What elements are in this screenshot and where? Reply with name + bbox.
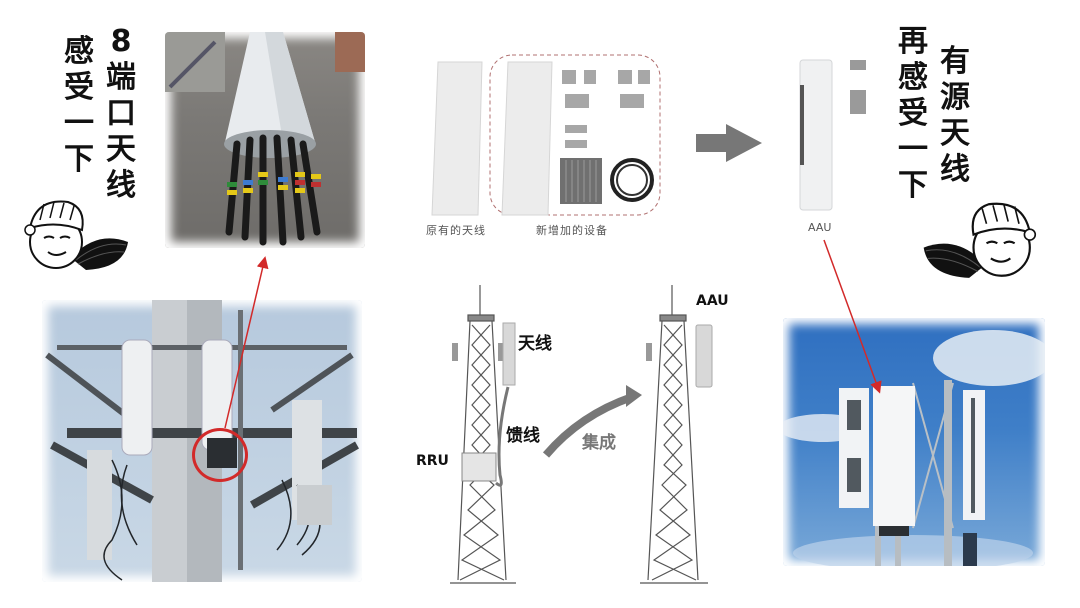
product-panel: 原有的天线 新增加的设备 bbox=[420, 50, 670, 240]
meme-face-icon bbox=[923, 202, 1037, 278]
right-heading-col1: 再 感 受 一 下 bbox=[898, 24, 928, 204]
photo-tower-aau bbox=[783, 318, 1045, 566]
heading-char: 下 bbox=[898, 168, 928, 203]
label-rru: RRU bbox=[416, 453, 449, 469]
right-heading-col2: 有 源 天 线 bbox=[940, 44, 970, 188]
arrow-right-icon bbox=[696, 124, 762, 162]
left-heading-col2: 8 端 口 天 线 bbox=[106, 24, 136, 204]
heading-char: 受 bbox=[64, 70, 94, 105]
heading-char: 源 bbox=[940, 80, 970, 115]
tower-diagram: 天线 馈线 RRU 集成 AAU bbox=[400, 285, 760, 595]
heading-char: 感 bbox=[64, 34, 94, 69]
heading-char: 端 bbox=[106, 60, 136, 95]
heading-char: 有 bbox=[940, 44, 970, 79]
caption-aau: AAU bbox=[808, 221, 832, 234]
heading-char: 8 bbox=[110, 24, 132, 59]
left-heading-col1: 感 受 一 下 bbox=[64, 34, 94, 178]
heading-char: 一 bbox=[898, 132, 928, 167]
heading-char: 天 bbox=[106, 132, 136, 167]
heading-char: 口 bbox=[106, 96, 136, 131]
label-integrate: 集成 bbox=[582, 433, 616, 453]
highlight-circle bbox=[192, 428, 248, 482]
label-feeder: 馈线 bbox=[506, 426, 540, 446]
label-aau: AAU bbox=[696, 293, 729, 309]
meme-face-icon bbox=[24, 200, 128, 270]
heading-char: 天 bbox=[940, 116, 970, 151]
heading-char: 线 bbox=[106, 168, 136, 203]
caption-new-equipment: 新增加的设备 bbox=[536, 224, 608, 237]
heading-char: 线 bbox=[940, 152, 970, 187]
heading-char: 一 bbox=[64, 106, 94, 141]
heading-char: 再 bbox=[898, 24, 928, 59]
aau-product: AAU bbox=[790, 55, 870, 235]
photo-8-port-antenna bbox=[165, 32, 365, 248]
heading-char: 受 bbox=[898, 96, 928, 131]
heading-char: 下 bbox=[64, 142, 94, 177]
caption-original-antenna: 原有的天线 bbox=[426, 224, 486, 237]
label-antenna: 天线 bbox=[518, 334, 552, 354]
heading-char: 感 bbox=[898, 60, 928, 95]
